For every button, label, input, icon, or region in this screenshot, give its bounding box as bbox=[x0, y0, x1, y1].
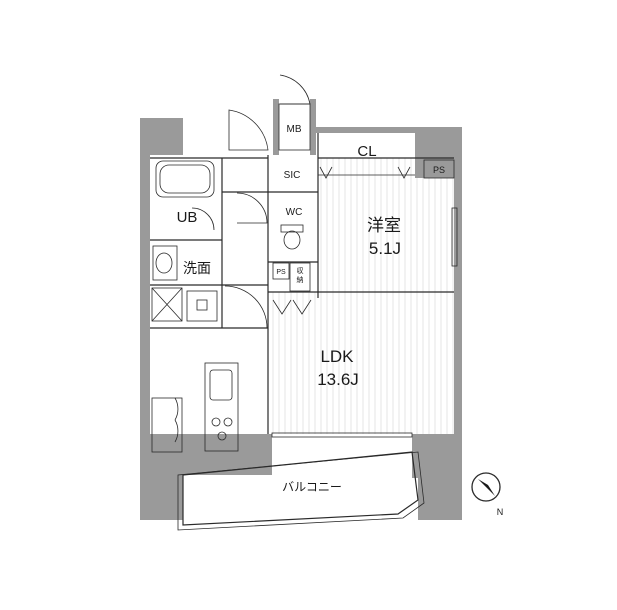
ps-top-box bbox=[423, 159, 455, 179]
ldk-label: LDK bbox=[320, 347, 354, 366]
mb-box bbox=[278, 103, 311, 151]
ps-top-label: PS bbox=[433, 165, 445, 175]
outer-wall-left bbox=[140, 118, 183, 520]
compass: N bbox=[471, 472, 504, 517]
compass-arrow-icon bbox=[478, 479, 495, 496]
bath-label: UB bbox=[177, 209, 198, 226]
wall-top-mid bbox=[315, 127, 415, 133]
ldk-size: 13.6J bbox=[317, 370, 359, 389]
toilet-bowl bbox=[283, 230, 301, 250]
stove-burner bbox=[217, 431, 227, 441]
shuno-char: 納 bbox=[297, 275, 304, 284]
toilet-tank bbox=[280, 224, 304, 233]
cabinet-box bbox=[186, 290, 218, 322]
sic-label: SIC bbox=[284, 170, 301, 181]
compass-north-label: N bbox=[497, 507, 504, 517]
doors bbox=[174, 74, 411, 443]
shuno-box bbox=[289, 262, 311, 292]
western-room-label: 洋室 bbox=[367, 216, 401, 235]
closet-label: CL bbox=[357, 143, 376, 160]
compass-circle bbox=[471, 472, 501, 502]
wall-mb bbox=[273, 99, 279, 155]
balcony-label: バルコニー bbox=[282, 480, 342, 494]
shuno-label: 収納 bbox=[297, 267, 304, 284]
wc-label: WC bbox=[286, 207, 303, 218]
western-room-floor bbox=[318, 158, 454, 292]
stove-burner bbox=[223, 417, 233, 427]
stove-burner bbox=[211, 417, 221, 427]
ps-small-label: PS bbox=[276, 269, 286, 276]
wall-bottom bbox=[150, 434, 272, 475]
outer-wall-right bbox=[415, 127, 462, 520]
bathtub-inner bbox=[159, 164, 211, 194]
shuno-char: 収 bbox=[297, 267, 304, 275]
wall-bottom-right bbox=[412, 434, 454, 478]
mb-label: MB bbox=[287, 124, 302, 135]
washing-machine-pan bbox=[151, 287, 183, 322]
washbasin-counter bbox=[152, 245, 178, 281]
ldk-floor bbox=[268, 292, 454, 434]
kitchen-sink bbox=[209, 369, 233, 401]
partitions bbox=[150, 133, 454, 434]
washbasin-bowl bbox=[155, 252, 173, 274]
windows bbox=[271, 207, 458, 438]
wall-mb-right bbox=[310, 99, 316, 155]
ps-small-box bbox=[272, 262, 290, 280]
bathtub bbox=[155, 160, 215, 198]
fridge-space bbox=[151, 397, 183, 453]
western-room-size: 5.1J bbox=[369, 239, 401, 258]
washroom-label: 洗面 bbox=[183, 260, 211, 276]
kitchen-counter bbox=[204, 362, 239, 452]
